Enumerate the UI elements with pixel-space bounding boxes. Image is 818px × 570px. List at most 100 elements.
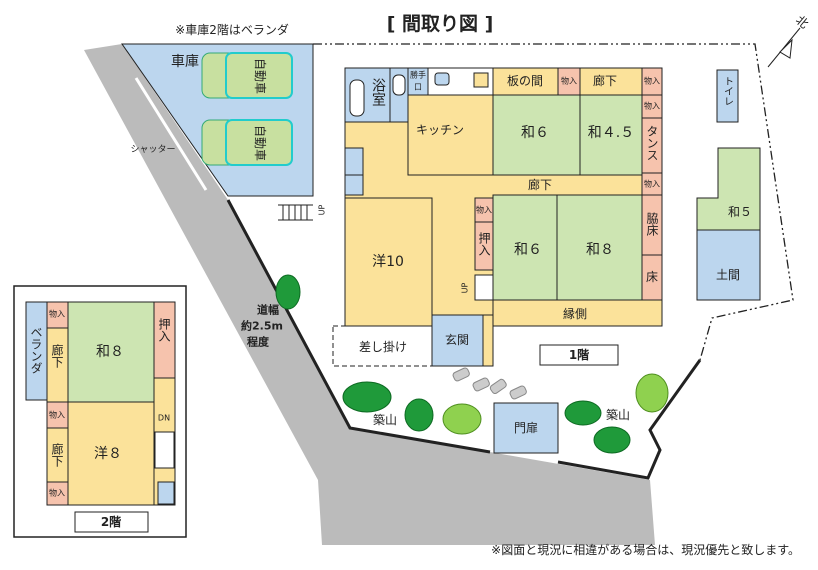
svg-text:物入: 物入 bbox=[644, 76, 660, 86]
stairs[interactable] bbox=[154, 431, 175, 469]
bathtub-icon bbox=[349, 79, 365, 117]
svg-text:トイレ: トイレ bbox=[722, 76, 734, 106]
room-kitchen bbox=[407, 94, 494, 176]
svg-text:縁側: 縁側 bbox=[563, 306, 587, 321]
svg-text:物入: 物入 bbox=[644, 101, 660, 111]
stepping-stones bbox=[452, 367, 527, 400]
svg-text:北: 北 bbox=[793, 13, 811, 31]
svg-text:物入: 物入 bbox=[49, 410, 65, 420]
svg-text:物入: 物入 bbox=[49, 309, 65, 319]
corridor-top bbox=[579, 67, 643, 96]
page-title: [ 間取り図 ] bbox=[387, 13, 494, 35]
svg-text:程度: 程度 bbox=[247, 335, 270, 349]
footnote: ※図面と現況に相違がある場合は、現況優先と致します。 bbox=[491, 542, 800, 557]
svg-text:ベランダ: ベランダ bbox=[29, 326, 43, 374]
engawa bbox=[492, 299, 663, 327]
svg-text:約2.5m: 約2.5m bbox=[241, 319, 283, 333]
room-entrance[interactable] bbox=[431, 314, 484, 367]
lean-to bbox=[332, 325, 433, 367]
svg-text:口: 口 bbox=[414, 83, 422, 92]
boundary-wall bbox=[226, 199, 491, 454]
svg-text:タンス: タンス bbox=[645, 125, 659, 161]
tree-icon bbox=[635, 373, 669, 413]
tree-icon bbox=[564, 400, 602, 426]
tree-icon bbox=[593, 426, 631, 454]
garage-note: ※車庫2階はベランダ bbox=[175, 22, 289, 37]
svg-text:和５: 和５ bbox=[728, 205, 752, 219]
svg-text:板の間: 板の間 bbox=[507, 74, 543, 88]
stove-icon bbox=[473, 72, 489, 88]
garden-label: 築山 bbox=[606, 407, 630, 422]
svg-text:和４.５: 和４.５ bbox=[588, 125, 634, 141]
garage-label: 車庫 bbox=[171, 53, 199, 70]
svg-text:廊下: 廊下 bbox=[593, 73, 617, 88]
car-icon: 自動車 bbox=[201, 52, 293, 99]
floor2-inset: ベランダ 物入 廊下 和８ 押入 DN 洗面 物入 廊下 物入 洋８ 2階 bbox=[13, 285, 187, 538]
garden-label: 築山 bbox=[373, 412, 397, 427]
svg-text:UP: UP bbox=[461, 282, 470, 293]
boundary-wall-right bbox=[557, 359, 702, 480]
svg-text:脇床: 脇床 bbox=[645, 212, 659, 236]
svg-text:UP: UP bbox=[318, 204, 327, 215]
svg-text:床: 床 bbox=[646, 270, 658, 284]
annex: トイレ 和５ 土間 bbox=[696, 69, 761, 301]
svg-text:キッチン: キッチン bbox=[416, 123, 464, 137]
car-icon: 自動車 bbox=[201, 119, 293, 166]
corridor-mid-label: 廊下 bbox=[528, 177, 552, 192]
svg-text:廊下: 廊下 bbox=[50, 343, 64, 368]
tree-icon bbox=[404, 398, 434, 432]
svg-text:和６: 和６ bbox=[521, 125, 549, 141]
room-wa8 bbox=[67, 301, 155, 403]
svg-text:1階: 1階 bbox=[569, 347, 589, 362]
floor2-label-box bbox=[74, 511, 149, 533]
room-western8 bbox=[67, 401, 155, 506]
outdoor-stairs bbox=[278, 204, 313, 221]
svg-text:門扉: 門扉 bbox=[514, 421, 538, 435]
svg-text:洋８: 洋８ bbox=[94, 446, 122, 462]
room-wa6-top bbox=[492, 94, 581, 176]
svg-text:押入: 押入 bbox=[477, 232, 491, 256]
svg-text:物入: 物入 bbox=[476, 205, 492, 215]
property-line bbox=[313, 43, 794, 361]
svg-text:差し掛け: 差し掛け bbox=[359, 339, 407, 354]
svg-text:土間: 土間 bbox=[716, 268, 740, 282]
room-wa45 bbox=[579, 94, 643, 176]
room-wa6-bottom bbox=[492, 194, 558, 301]
sink-icon bbox=[434, 72, 450, 86]
floor1: 浴室 勝手 口 板の間 物入 廊下 物入 キッチン 和６ 和４.５ 物入 タンス… bbox=[332, 67, 663, 367]
svg-text:物入: 物入 bbox=[561, 76, 577, 86]
svg-text:和６: 和６ bbox=[514, 242, 542, 258]
road bbox=[84, 44, 655, 545]
svg-text:和８: 和８ bbox=[96, 344, 124, 360]
stairs[interactable] bbox=[474, 274, 494, 301]
svg-text:勝手: 勝手 bbox=[410, 70, 426, 80]
svg-text:玄関: 玄関 bbox=[445, 332, 469, 347]
tree-icon bbox=[342, 381, 392, 413]
svg-text:和８: 和８ bbox=[586, 242, 614, 258]
room-wa8 bbox=[556, 194, 643, 301]
sink-icon bbox=[344, 174, 364, 196]
room-western10 bbox=[344, 197, 433, 327]
svg-text:物入: 物入 bbox=[49, 488, 65, 498]
svg-text:2階: 2階 bbox=[101, 514, 121, 529]
washer bbox=[344, 147, 364, 176]
north-arrow-icon: 北 bbox=[767, 13, 811, 68]
svg-text:浴室: 浴室 bbox=[370, 78, 386, 106]
svg-text:DN: DN bbox=[158, 414, 170, 423]
tree-icon bbox=[275, 274, 301, 310]
shutter-label: シャッター bbox=[130, 144, 175, 155]
svg-text:自動車: 自動車 bbox=[253, 58, 267, 94]
svg-text:押入: 押入 bbox=[157, 318, 171, 342]
annex-toilet bbox=[716, 69, 739, 123]
svg-text:洋10: 洋10 bbox=[372, 254, 404, 270]
svg-text:自動車: 自動車 bbox=[253, 125, 267, 161]
svg-text:廊下: 廊下 bbox=[50, 442, 64, 467]
doma bbox=[696, 229, 761, 301]
toilet-icon bbox=[392, 74, 406, 96]
floor1-label-box bbox=[539, 344, 619, 366]
gate[interactable] bbox=[493, 402, 559, 454]
tree-icon bbox=[442, 403, 482, 435]
shutter bbox=[134, 77, 208, 191]
road-width-label: 道幅 bbox=[257, 303, 279, 317]
